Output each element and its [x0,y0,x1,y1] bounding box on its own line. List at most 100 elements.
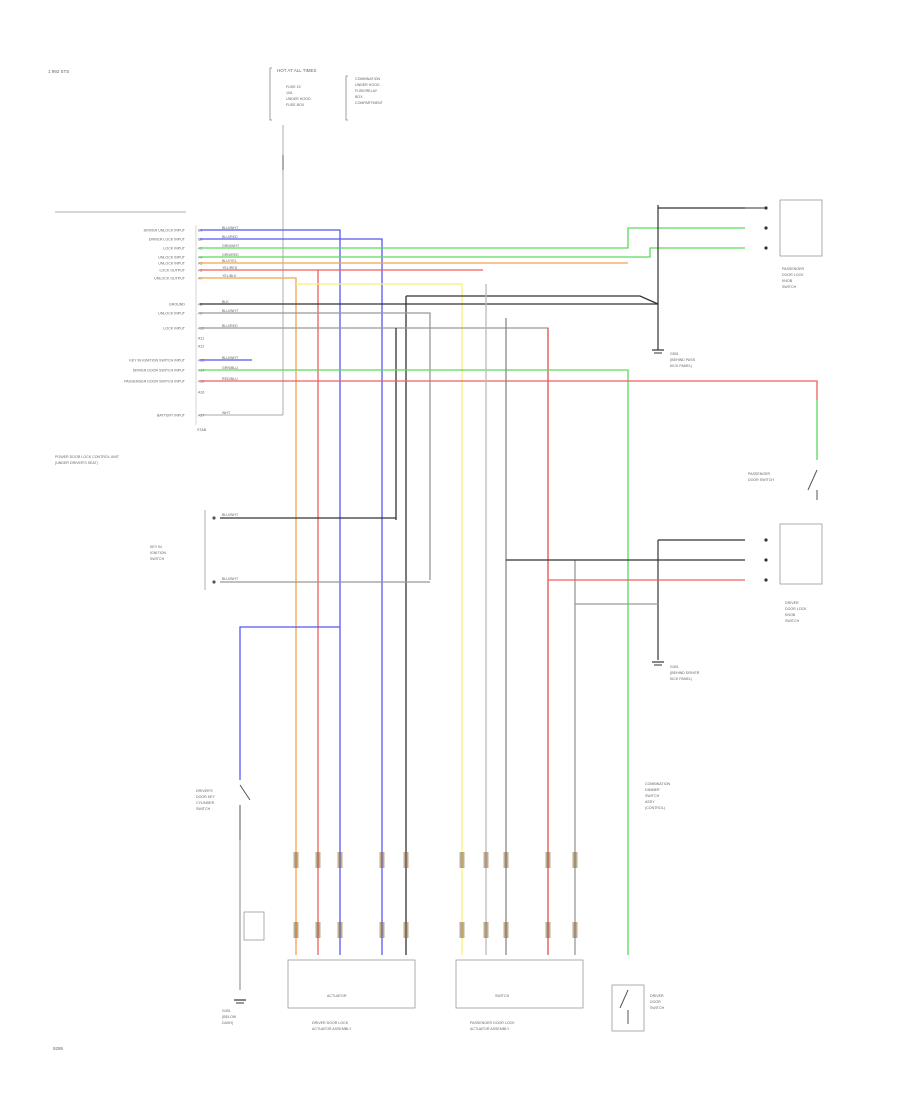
connector-mark [483,852,489,868]
connector-marks [293,852,578,938]
passenger-knob-switch-label-1: PASSENGER [782,267,805,271]
pin-wire-color: RED/BLU [222,377,238,381]
page-footer-id: 9295 [53,1046,64,1051]
horizontal-wires [200,227,818,955]
connector-mark [379,852,385,868]
pin-name: LOCK INPUT [163,327,185,331]
driver-actuator: ACTUATOR DRIVER DOOR LOCK ACTUATOR ASSEM… [287,959,416,1031]
pin-wire-color: YEL/RED [222,266,238,270]
key-in-ignition-switch: BLU/WHT BLU/WHT KEY IN IGNITION SWITCH [150,510,430,590]
pin-name: BATTERY INPUT [157,414,186,418]
pin-wire-color: BLU/WHT [222,356,239,360]
fuse-label-1: FUSE 15 [286,85,301,89]
connector-mark [572,852,578,868]
power-source: HOT AT ALL TIMES FUSE 15 10A UNDER HOOD … [200,67,384,416]
passenger-knob-switch-label-2: DOOR LOCK [782,273,804,277]
connector-mark [503,922,509,938]
pin-wire-color: GRN/WHT [222,244,240,248]
note-label-3: FUSE/RELAY [355,89,378,93]
pin-number: A16 [198,391,204,395]
pin-name: UNLOCK INPUT [158,256,186,260]
door-key-cylinder-switch: DRIVER'S DOOR KEY CYLINDER SWITCH G401 (… [196,626,340,1025]
power-header: HOT AT ALL TIMES [277,68,317,73]
ground-left-label-1: G401 [222,1009,231,1013]
door-key-switch-label-3: CYLINDER [196,801,215,805]
note-label-2: UNDER HOOD [355,83,380,87]
pin-wire-color: BLU/WHT [222,309,239,313]
page-id: 1 992 STS [48,69,69,74]
passenger-actuator-label-1: PASSENGER DOOR LOCK [470,1021,515,1025]
connector-mark [459,922,465,938]
connector-mark [315,852,321,868]
passenger-door-switch-label-2: DOOR SWITCH [748,478,774,482]
passenger-key-switch: PASSENGER DOOR LOCK KNOB SWITCH G501 (BE… [652,199,823,368]
fuse-label-2: 10A [286,91,293,95]
ground-left-label-3: DASH) [222,1021,233,1025]
pin-wire-color: WHT [222,411,231,415]
door-key-switch-label-1: DRIVER'S [196,789,213,793]
passenger-ground-label-3: KICK PANEL) [670,364,692,368]
combination-label-5: (CONTROL) [645,806,665,810]
pin-name: PASSENGER DOOR SWITCH INPUT [124,380,186,384]
connector-mark [403,852,409,868]
pin-wire-color: YEL/BLK [222,274,237,278]
driver-actuator-label-2: ACTUATOR ASSEMBLY [312,1027,352,1031]
connector-mark [379,922,385,938]
passenger-knob-switch-label-3: KNOB [782,279,793,283]
door-key-switch-label-4: SWITCH [196,807,211,811]
fuse-label-4: FUSE BOX [286,103,305,107]
connector-mark [293,922,299,938]
pin-name: UNLOCK INPUT [158,262,186,266]
pin-number: A17 [198,414,204,418]
driver-knob-switch-label-4: SWITCH [785,619,800,623]
pin-name: UNLOCK INPUT [158,312,186,316]
driver-door-switch: COMBINATION DIMMER SWITCH ASSY (CONTROL)… [611,782,670,1032]
passenger-actuator-label-2: ACTUATOR ASSEMBLY [470,1027,510,1031]
control-unit-footer: STAB [197,428,207,432]
pin-wire-color: GRN/RED [222,253,239,257]
key-switch-label-2: IGNITION [150,551,166,555]
control-unit-label-1: POWER DOOR LOCK CONTROL UNIT [55,455,120,459]
key-switch-label-1: KEY IN [150,545,162,549]
combination-label-2: DIMMER [645,788,660,792]
pin-name: KEY IN IGNITION SWITCH INPUT [129,359,185,363]
lower-right-switch: DRIVER DOOR LOCK KNOB SWITCH G401 (BEHIN… [506,523,823,681]
driver-knob-switch-label-2: DOOR LOCK [785,607,807,611]
pin-name: LOCK OUTPUT [159,269,185,273]
ground-left-label-2: (BELOW [222,1015,237,1019]
connector-mark [503,852,509,868]
connector-mark [545,922,551,938]
connector-mark [293,852,299,868]
pin-number: A11 [198,337,204,341]
driver-door-switch-label-2: DOOR [650,1000,661,1004]
connector-mark [545,852,551,868]
passenger-door-switch: PASSENGER DOOR SWITCH [748,400,818,500]
connector-mark [337,922,343,938]
pin-wire-color: BLK [222,300,229,304]
key-switch-wire-1: BLU/WHT [222,513,239,517]
connector-mark [459,852,465,868]
driver-ground-label-2: (BEHIND DRIVER [670,671,700,675]
connector-mark [403,922,409,938]
combination-label-3: SWITCH [645,794,660,798]
combination-label-4: ASSY [645,800,655,804]
pin-name: DRIVER DOOR SWITCH INPUT [133,369,186,373]
pin-wire-color: BLU/YEL [222,259,237,263]
driver-actuator-inner-1: ACTUATOR [327,994,347,998]
pin-wire-color: BLU/RED [222,235,238,239]
key-switch-wire-2: BLU/WHT [222,577,239,581]
driver-actuator-label-1: DRIVER DOOR LOCK [312,1021,349,1025]
combination-label-1: COMBINATION [645,782,670,786]
pin-name: DRIVER LOCK INPUT [149,238,186,242]
key-switch-label-3: SWITCH [150,557,165,561]
pin-number: A12 [198,345,204,349]
pin-name: LOCK INPUT [163,247,185,251]
passenger-door-switch-label-1: PASSENGER [748,472,771,476]
connector-mark [315,922,321,938]
door-key-switch-label-2: DOOR KEY [196,795,216,799]
driver-knob-switch-label-3: KNOB [785,613,796,617]
pin-name: GROUND [169,303,185,307]
